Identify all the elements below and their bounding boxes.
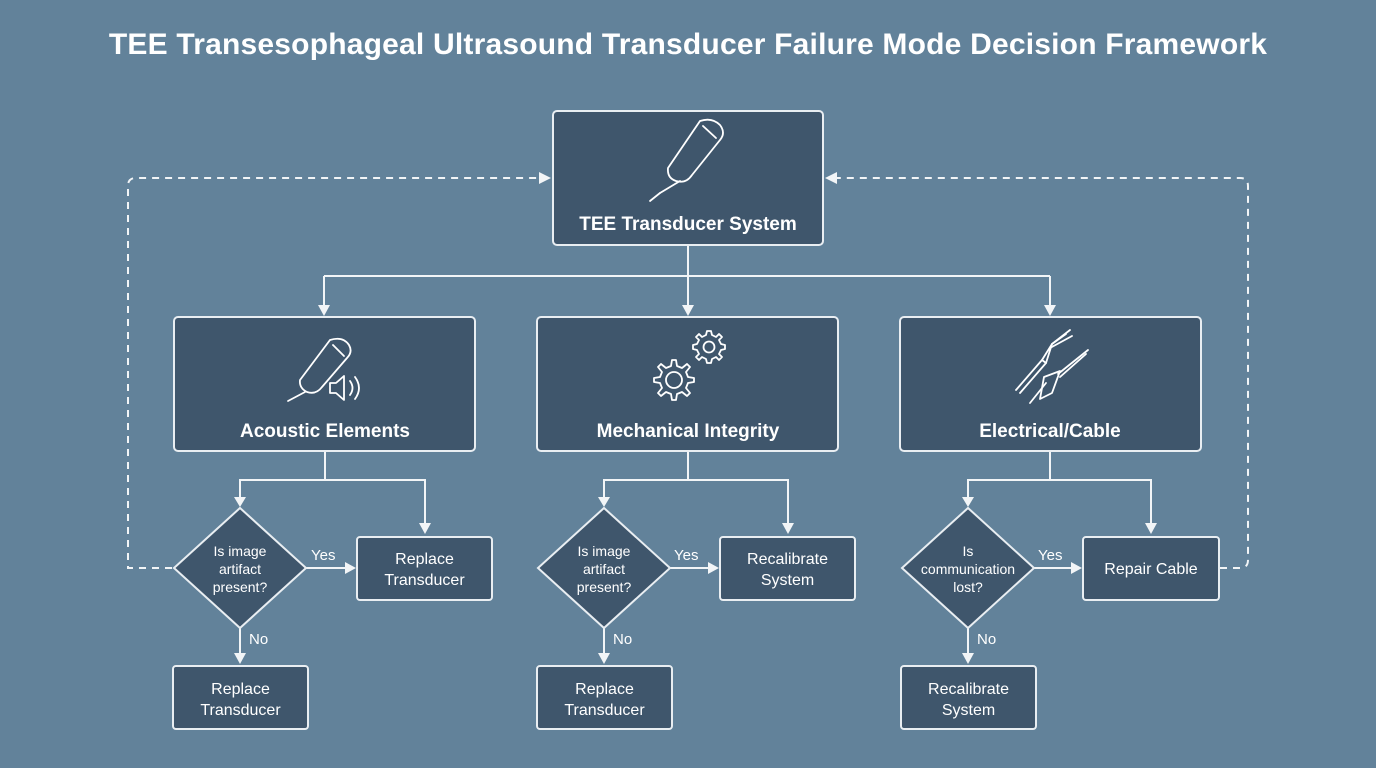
no-label: No: [613, 631, 632, 648]
ultrasound-probe-icon: [649, 118, 724, 202]
branch-label: Acoustic Elements: [240, 421, 410, 442]
connectors: [127, 172, 1249, 664]
action-line: Transducer: [200, 702, 281, 719]
branch-node-electrical[interactable]: Electrical/Cable: [899, 316, 1202, 452]
connector-to-question-1: [239, 452, 326, 498]
yes-label: Yes: [674, 547, 698, 564]
question-line: artifact: [583, 561, 625, 577]
yes-label: Yes: [1038, 547, 1062, 564]
arrowhead: [345, 562, 356, 574]
action-line: System: [942, 702, 995, 719]
decision-diamond-2[interactable]: Is image artifact present?: [536, 506, 672, 630]
gears-icon: [653, 330, 726, 401]
action-box-no-3[interactable]: Recalibrate System: [900, 665, 1037, 730]
question-line: Is: [963, 543, 974, 559]
action-box-no-2[interactable]: Replace Transducer: [536, 665, 673, 730]
action-line: Transducer: [564, 702, 645, 719]
arrowhead: [598, 653, 610, 664]
arrowhead: [1044, 305, 1056, 316]
arrowhead: [1145, 523, 1157, 534]
page-title: TEE Transesophageal Ultrasound Transduce…: [108, 28, 1268, 61]
decision-diamond-1[interactable]: Is image artifact present?: [172, 506, 308, 630]
action-line: Recalibrate: [928, 681, 1009, 698]
action-box-no-1[interactable]: Replace Transducer: [172, 665, 309, 730]
action-line: Repair Cable: [1104, 561, 1197, 578]
arrowhead: [419, 523, 431, 534]
feedback-loop-right: [836, 177, 1249, 569]
action-line: Replace: [395, 551, 454, 568]
branch-label: Electrical/Cable: [979, 421, 1121, 442]
action-box-yes-1[interactable]: Replace Transducer: [356, 536, 493, 601]
yes-label: Yes: [311, 547, 335, 564]
connector-to-question-3: [967, 452, 1051, 498]
action-box-yes-2[interactable]: Recalibrate System: [719, 536, 856, 601]
arrowhead: [1071, 562, 1082, 574]
action-line: Replace: [211, 681, 270, 698]
question-line: Is image: [578, 543, 631, 559]
arrowhead: [825, 172, 837, 184]
connector-to-yes-top-2: [688, 479, 789, 524]
arrowhead: [234, 653, 246, 664]
decision-diamond-3[interactable]: Is communication lost?: [900, 506, 1036, 630]
question-line: artifact: [219, 561, 261, 577]
action-line: Transducer: [384, 572, 465, 589]
arrowhead: [962, 497, 974, 507]
root-node[interactable]: TEE Transducer System: [552, 110, 824, 246]
action-box-yes-3[interactable]: Repair Cable: [1082, 536, 1220, 601]
feedback-loop-left: [127, 177, 540, 569]
question-line: Is image: [214, 543, 267, 559]
arrowhead: [962, 653, 974, 664]
no-label: No: [249, 631, 268, 648]
arrowhead: [539, 172, 551, 184]
root-label: TEE Transducer System: [579, 214, 797, 235]
branch-node-mechanical[interactable]: Mechanical Integrity: [536, 316, 839, 452]
arrowhead: [682, 305, 694, 316]
arrowhead: [318, 305, 330, 316]
question-line: communication: [921, 561, 1015, 577]
no-label: No: [977, 631, 996, 648]
branch-label: Mechanical Integrity: [597, 421, 780, 442]
cable-icon: [1015, 329, 1089, 404]
action-line: System: [761, 572, 814, 589]
arrowhead: [598, 497, 610, 507]
action-line: Recalibrate: [747, 551, 828, 568]
arrowhead: [234, 497, 246, 507]
action-line: Replace: [575, 681, 634, 698]
arrowhead: [708, 562, 719, 574]
probe-sound-icon: [287, 337, 360, 402]
connector-to-question-2: [603, 452, 689, 498]
question-line: lost?: [953, 579, 983, 595]
connector-to-yes-top-3: [1050, 479, 1152, 524]
branch-node-acoustic[interactable]: Acoustic Elements: [173, 316, 476, 452]
question-line: present?: [213, 579, 268, 595]
connector-to-yes-top-1: [325, 479, 426, 524]
arrowhead: [782, 523, 794, 534]
question-line: present?: [577, 579, 632, 595]
